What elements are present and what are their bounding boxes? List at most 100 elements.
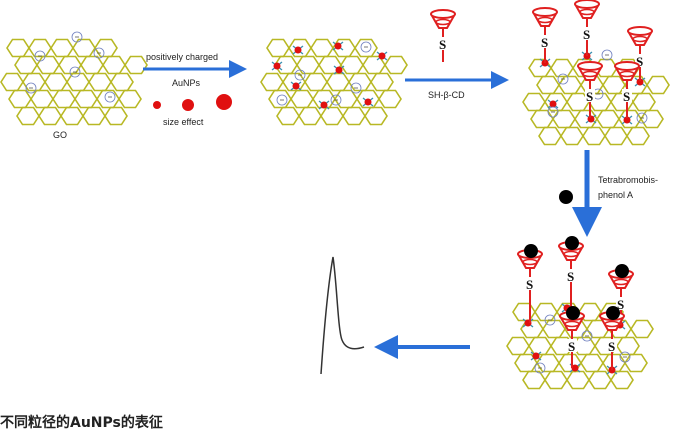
- graphene-hexagon: [616, 336, 640, 356]
- cyclodextrin-rim: [532, 7, 558, 17]
- graphene-hexagon: [538, 126, 562, 146]
- charge-circle: [93, 47, 105, 59]
- graphene-hexagon: [522, 370, 546, 390]
- graphene-hexagon: [290, 89, 314, 109]
- graphene-hexagon: [74, 89, 98, 109]
- negative-charge-icon: [71, 31, 83, 43]
- thiol-s-label: S: [608, 339, 615, 354]
- large-aunp: [216, 94, 232, 110]
- graphene-hexagon: [582, 126, 606, 146]
- cyclodextrin-inner-ring: [537, 16, 553, 24]
- label-positively-charged: positively charged: [146, 52, 218, 62]
- graphene-hexagon: [530, 109, 554, 129]
- thiolated-cyclodextrin-icon: S: [574, 0, 600, 56]
- graphene-hexagon: [384, 55, 408, 75]
- thiol-s-label: S: [541, 35, 548, 50]
- cyclodextrin-rim: [574, 0, 600, 9]
- negative-charge-icon: [534, 362, 546, 374]
- graphene-hexagon: [52, 89, 76, 109]
- thiolated-cyclodextrin-icon: S: [517, 244, 543, 323]
- graphene-hexagon: [60, 106, 84, 126]
- s-label-bg: [540, 35, 550, 48]
- charge-circle: [544, 314, 556, 326]
- aunp-icon: [332, 41, 344, 51]
- negative-charge-icon: [360, 41, 372, 53]
- charge-circle: [34, 50, 46, 62]
- graphene-hexagon: [522, 92, 546, 112]
- graphene-hexagon: [506, 336, 530, 356]
- graphene-hexagon: [36, 55, 60, 75]
- graphene-hexagon: [520, 319, 544, 339]
- graphene-hexagon: [364, 106, 388, 126]
- thiolated-cyclodextrin-icon: S: [577, 61, 603, 118]
- gold-nanoparticle: [378, 52, 386, 60]
- aunp-icon: [271, 61, 283, 71]
- cyclodextrin-inner-ring: [563, 250, 579, 258]
- graphene-hexagon: [28, 38, 52, 58]
- cyclodextrin-inner-ring: [564, 320, 580, 328]
- thiolated-cyclodextrin-icon: S: [532, 7, 558, 63]
- cyclodextrin-inner-ring: [604, 320, 620, 328]
- charge-circle: [69, 66, 81, 78]
- aunp-icon: [621, 115, 633, 125]
- cyclodextrin-inner-ring: [613, 278, 629, 286]
- charge-circle: [601, 49, 613, 61]
- label-tetrabromobis: Tetrabromobis-: [598, 175, 658, 185]
- graphene-hexagon: [296, 55, 320, 75]
- graphene-hexagon: [378, 89, 402, 109]
- graphene-hexagon: [354, 38, 378, 58]
- thiol-s-label: S: [586, 89, 593, 104]
- graphene-hexagon: [44, 72, 68, 92]
- graphene-hexagon: [610, 370, 634, 390]
- label-size-effect: size effect: [163, 117, 204, 127]
- negative-charge-icon: [330, 94, 342, 106]
- graphene-hexagon: [326, 72, 350, 92]
- graphene-hexagon: [88, 72, 112, 92]
- aunp-icon: [547, 99, 559, 109]
- cyclodextrin-inner-ring: [619, 70, 635, 78]
- graphene-hexagon: [304, 72, 328, 92]
- aunp-icon: [376, 51, 388, 61]
- negative-charge-icon: [581, 330, 593, 342]
- tbbpa-molecule: [606, 306, 620, 320]
- s-label-bg: [566, 269, 576, 282]
- graphene-hexagon: [580, 353, 604, 373]
- graphene-hexagon: [260, 72, 284, 92]
- graphene-hexagon: [370, 72, 394, 92]
- negative-charge-icon: [104, 91, 116, 103]
- cyclodextrin-rim: [577, 61, 603, 71]
- aunp-icon: [333, 65, 345, 75]
- graphene-hexagon: [560, 126, 584, 146]
- negative-charge-icon: [350, 82, 362, 94]
- graphene-hexagon: [118, 89, 142, 109]
- thiolated-cyclodextrin-icon: S: [558, 236, 584, 308]
- graphene-hexagon: [528, 336, 552, 356]
- graphene-hexagon: [94, 38, 118, 58]
- gold-nanoparticle: [320, 101, 328, 109]
- negative-charge-icon: [601, 49, 613, 61]
- s-label-bg: [582, 27, 592, 40]
- graphene-hexagon: [534, 302, 558, 322]
- cyclodextrin-rim: [627, 26, 653, 36]
- graphene-hexagon: [340, 55, 364, 75]
- gold-nanoparticle: [364, 98, 372, 106]
- graphene-hexagon: [124, 55, 148, 75]
- thiolated-cyclodextrin-icon: S: [599, 306, 625, 370]
- s-label-bg: [567, 339, 577, 352]
- s-label-bg: [438, 37, 448, 50]
- charge-circle: [360, 41, 372, 53]
- negative-charge-icon: [276, 94, 288, 106]
- thiol-s-label: S: [568, 339, 575, 354]
- graphene-hexagon: [334, 89, 358, 109]
- graphene-hexagon: [596, 109, 620, 129]
- aunp-icon: [292, 45, 304, 55]
- graphene-hexagon: [110, 72, 134, 92]
- charge-circle: [581, 330, 593, 342]
- medium-aunp: [182, 99, 194, 111]
- s-label-bg: [635, 54, 645, 67]
- aunp-icon: [290, 81, 302, 91]
- aunp-icon: [522, 318, 534, 328]
- charge-circle: [557, 73, 569, 85]
- graphene-hexagon: [82, 106, 106, 126]
- cyclodextrin-inner-ring: [582, 70, 598, 78]
